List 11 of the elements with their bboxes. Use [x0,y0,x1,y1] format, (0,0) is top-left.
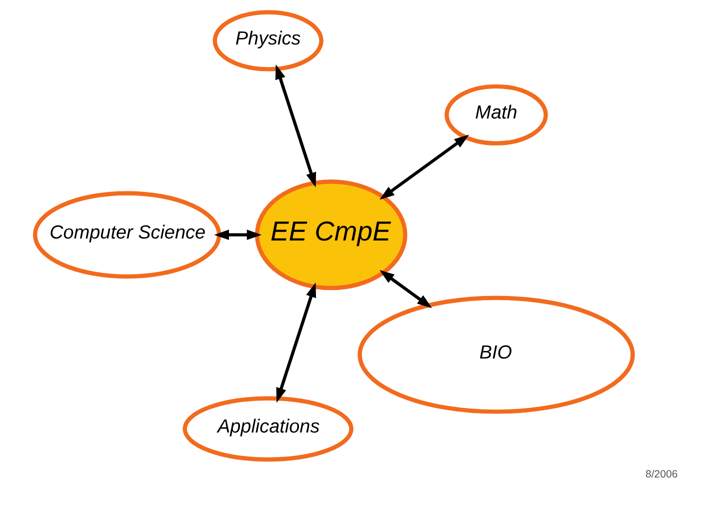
node-ellipse: Math [444,84,548,146]
label: 8/2006 [646,468,678,480]
arrow [214,230,262,240]
node-ellipse: Applications [182,396,354,462]
arrow [380,270,432,308]
arrow [276,282,316,403]
arrow [380,134,470,200]
arrow [275,64,316,188]
node-ellipse: Physics [212,10,324,72]
node-ellipse: Computer Science [32,191,222,279]
node-ellipse: EE CmpE [254,180,408,290]
